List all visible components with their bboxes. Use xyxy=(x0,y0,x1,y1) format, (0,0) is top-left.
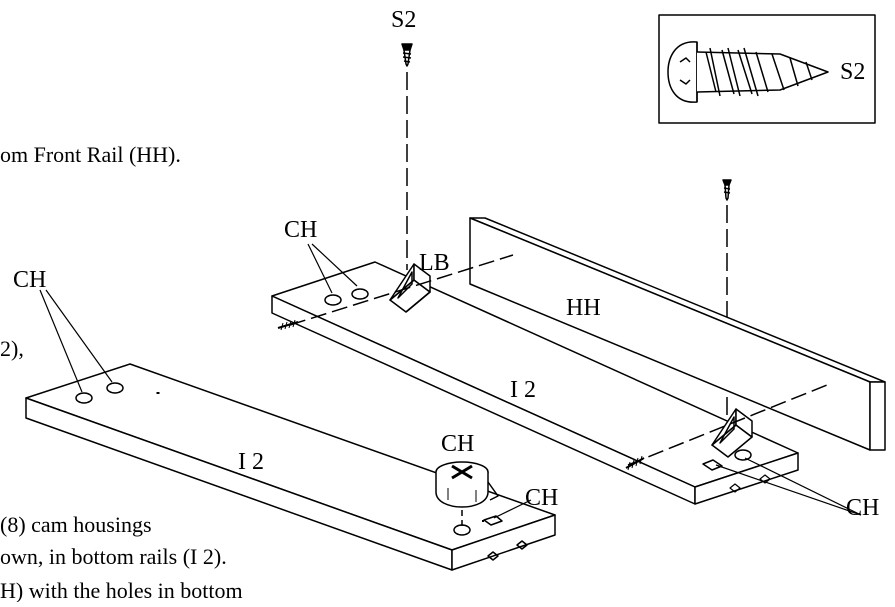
label-rail-front: I 2 xyxy=(238,449,264,475)
side-screw-right xyxy=(625,455,645,471)
instruction-line-1: om Front Rail (HH). xyxy=(0,142,181,167)
side-screw-left xyxy=(277,319,299,331)
label-cam-housing-upper-rail: CH xyxy=(284,217,318,243)
front-rail-hh xyxy=(469,217,886,451)
instruction-line-4: own, in bottom rails (I 2). xyxy=(0,544,227,569)
label-rail-back: I 2 xyxy=(510,377,536,403)
label-cam-housing: CH xyxy=(441,431,475,457)
screw-inset-panel xyxy=(658,14,876,124)
assembly-guide-lines xyxy=(289,254,833,466)
label-pointers xyxy=(39,243,862,519)
label-cam-housing-right: CH xyxy=(846,495,880,521)
screw-s2-top xyxy=(401,43,413,67)
label-cam-housing-front: CH xyxy=(525,485,559,511)
screw-right xyxy=(722,179,732,201)
cam-housing xyxy=(435,461,499,508)
bottom-rail-upper xyxy=(271,261,799,505)
label-cam-housing-left: CH xyxy=(13,267,47,293)
instruction-line-3: (8) cam housings xyxy=(0,512,152,537)
instruction-line-5: H) with the holes in bottom xyxy=(0,580,243,602)
label-lb: LB xyxy=(419,250,450,276)
screw-s2-icon xyxy=(667,41,829,103)
label-screw-s2-inset: S2 xyxy=(840,59,866,85)
instruction-line-2: 2), xyxy=(0,336,24,361)
bottom-rail-lower xyxy=(25,363,556,571)
label-screw-s2-top: S2 xyxy=(391,7,417,33)
label-hh: HH xyxy=(566,295,601,321)
